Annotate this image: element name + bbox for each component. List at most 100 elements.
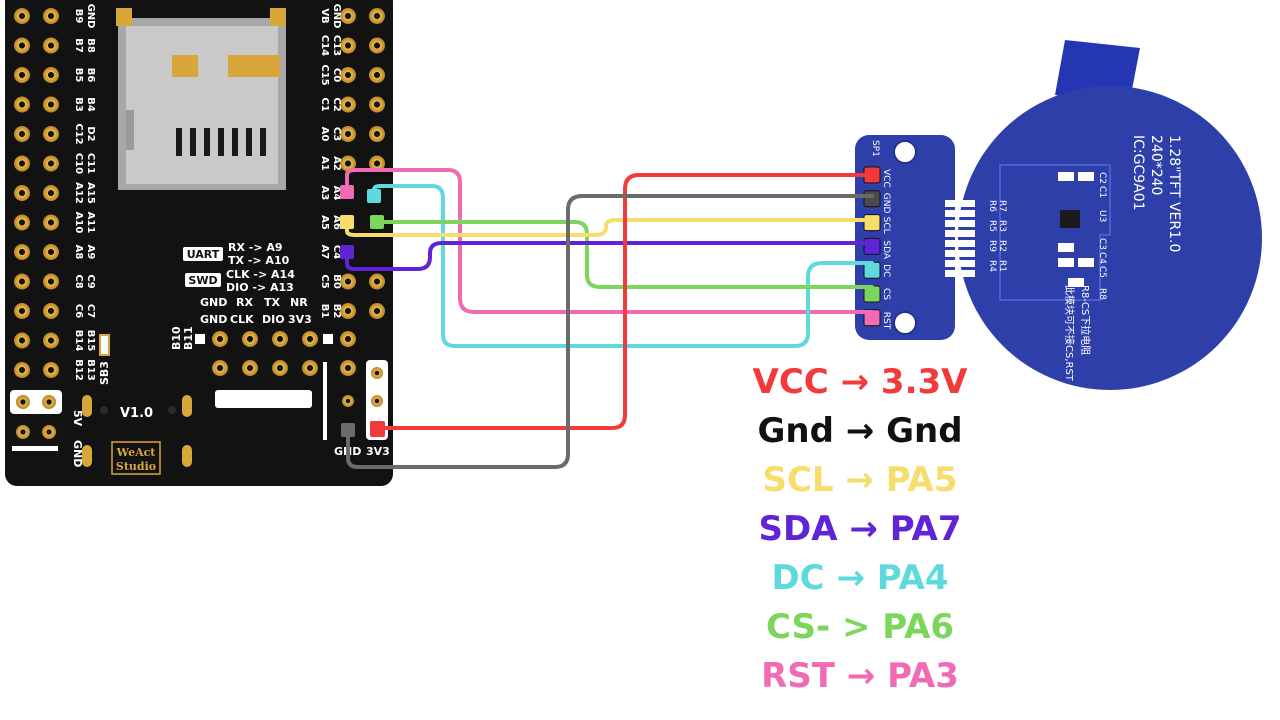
display-line1: 1.28"TFT VER1.0 (1166, 135, 1182, 252)
left-header-label: D2 (85, 126, 96, 141)
power-3v3-label: 3V3 (366, 445, 390, 458)
left-header-label: B12 (73, 359, 84, 381)
left-header-pad (14, 155, 30, 172)
wire-cs (375, 220, 874, 289)
left-header-label: B7 (73, 38, 84, 53)
capacitor-label: C1 (1097, 186, 1107, 198)
legend-item: CS- > PA6 (765, 607, 955, 647)
version-label: V1.0 (120, 406, 153, 421)
right-header-pad (340, 37, 356, 54)
resistor-label: R3 (997, 220, 1007, 232)
resistor-label: R9 (987, 240, 997, 252)
left-header-pad (43, 185, 59, 201)
right-header-label: A6 (331, 215, 342, 230)
left-header-label: B4 (85, 97, 96, 112)
legend-item: SCL → PA5 (762, 460, 958, 500)
wire-dc (372, 184, 874, 348)
bottom-label-tx: TX (264, 296, 281, 309)
display-line3: IC:GC9A01 (1130, 135, 1146, 211)
uart-tag: UART (187, 248, 220, 261)
left-header-pad (14, 362, 30, 378)
capacitor-label: C2 (1097, 172, 1107, 184)
left-header-label: C6 (73, 304, 84, 318)
capacitor-label: U3 (1097, 210, 1107, 222)
left-header-pad (14, 37, 30, 54)
resistor-label: R2 (997, 240, 1007, 252)
right-header-label: B2 (331, 304, 342, 319)
reset-button (215, 390, 312, 408)
right-header-label: C4 (331, 245, 342, 259)
legend-item: VCC → 3.3V (752, 362, 968, 402)
right-header-label: B0 (331, 274, 342, 289)
left-header-pad (14, 332, 30, 349)
right-header-label: A3 (319, 186, 330, 201)
left-header-pad (14, 8, 30, 24)
wire-gnd (346, 194, 874, 469)
left-header-label: C8 (73, 274, 84, 288)
label-5v: 5V (71, 410, 84, 427)
bottom-pads (195, 331, 356, 376)
resistor-label: R6 (987, 200, 997, 212)
left-header-label: C9 (85, 274, 96, 288)
right-header-label: GND (331, 4, 342, 29)
display-pin-label: SDA (881, 240, 891, 259)
brand-line2: Studio (116, 460, 156, 473)
left-header-pad (14, 244, 30, 260)
left-header-label: A12 (73, 182, 84, 204)
right-header-pad (369, 96, 385, 113)
resistor-label: R5 (987, 220, 997, 232)
wire-vcc (376, 173, 874, 430)
left-header-pad (43, 96, 59, 113)
display-ribbon (1055, 40, 1140, 100)
right-header-pad (369, 67, 385, 83)
mount-hole-bottom (893, 311, 917, 335)
display-pcb (958, 86, 1262, 390)
resistor-label: R1 (997, 260, 1007, 272)
left-header-pad (43, 273, 59, 290)
uart-tag-box (183, 247, 223, 261)
display-line2: 240*240 (1148, 135, 1164, 195)
button-pad-left (82, 395, 92, 417)
right-header-label: C14 (319, 35, 330, 56)
right-header-pad (340, 67, 356, 83)
bottom-label-nr: NR (290, 296, 308, 309)
left-header-label: A15 (85, 182, 96, 204)
smd-caps (1058, 172, 1094, 287)
display-pin-sda (863, 237, 881, 255)
swd-tag: SWD (188, 274, 217, 287)
cs-pin-marker (370, 215, 384, 229)
uart-tx-label: TX -> A10 (228, 254, 290, 267)
left-header-pad (14, 96, 30, 113)
right-header-pad (369, 273, 385, 290)
capacitor-label: C4 (1097, 252, 1107, 264)
round-tft-display: 1.28"TFT VER1.0 240*240 IC:GC9A01 R8-CS下… (855, 40, 1262, 390)
left-header-label: C12 (73, 123, 84, 144)
left-header-pad (14, 126, 30, 142)
display-pin-label: SCL (881, 217, 891, 234)
right-header-label: C0 (331, 68, 342, 82)
left-header-pad (14, 214, 30, 231)
display-pin-label: RST (881, 312, 891, 330)
left-header-pad (43, 8, 59, 24)
sb3-jumper (99, 334, 110, 356)
board-pcb (5, 0, 393, 486)
swd-dio-label: DIO -> A13 (226, 281, 294, 294)
right-header-pad (340, 96, 356, 113)
label-gnd-power: GND (71, 440, 84, 467)
bottom-label-gnd-2: GND (200, 313, 227, 326)
left-header-label: B8 (85, 38, 96, 53)
wire-scl (345, 218, 874, 237)
display-pin-label: GND (881, 193, 891, 214)
right-header-label: A4 (331, 186, 342, 201)
right-header-label: C15 (319, 64, 330, 85)
left-header-pad (43, 126, 59, 142)
left-header-label: C7 (85, 304, 96, 318)
left-header-label: B13 (85, 359, 96, 381)
right-header-pad (369, 37, 385, 54)
right-header-pads (340, 8, 385, 319)
left-header-label: B15 (85, 330, 96, 352)
